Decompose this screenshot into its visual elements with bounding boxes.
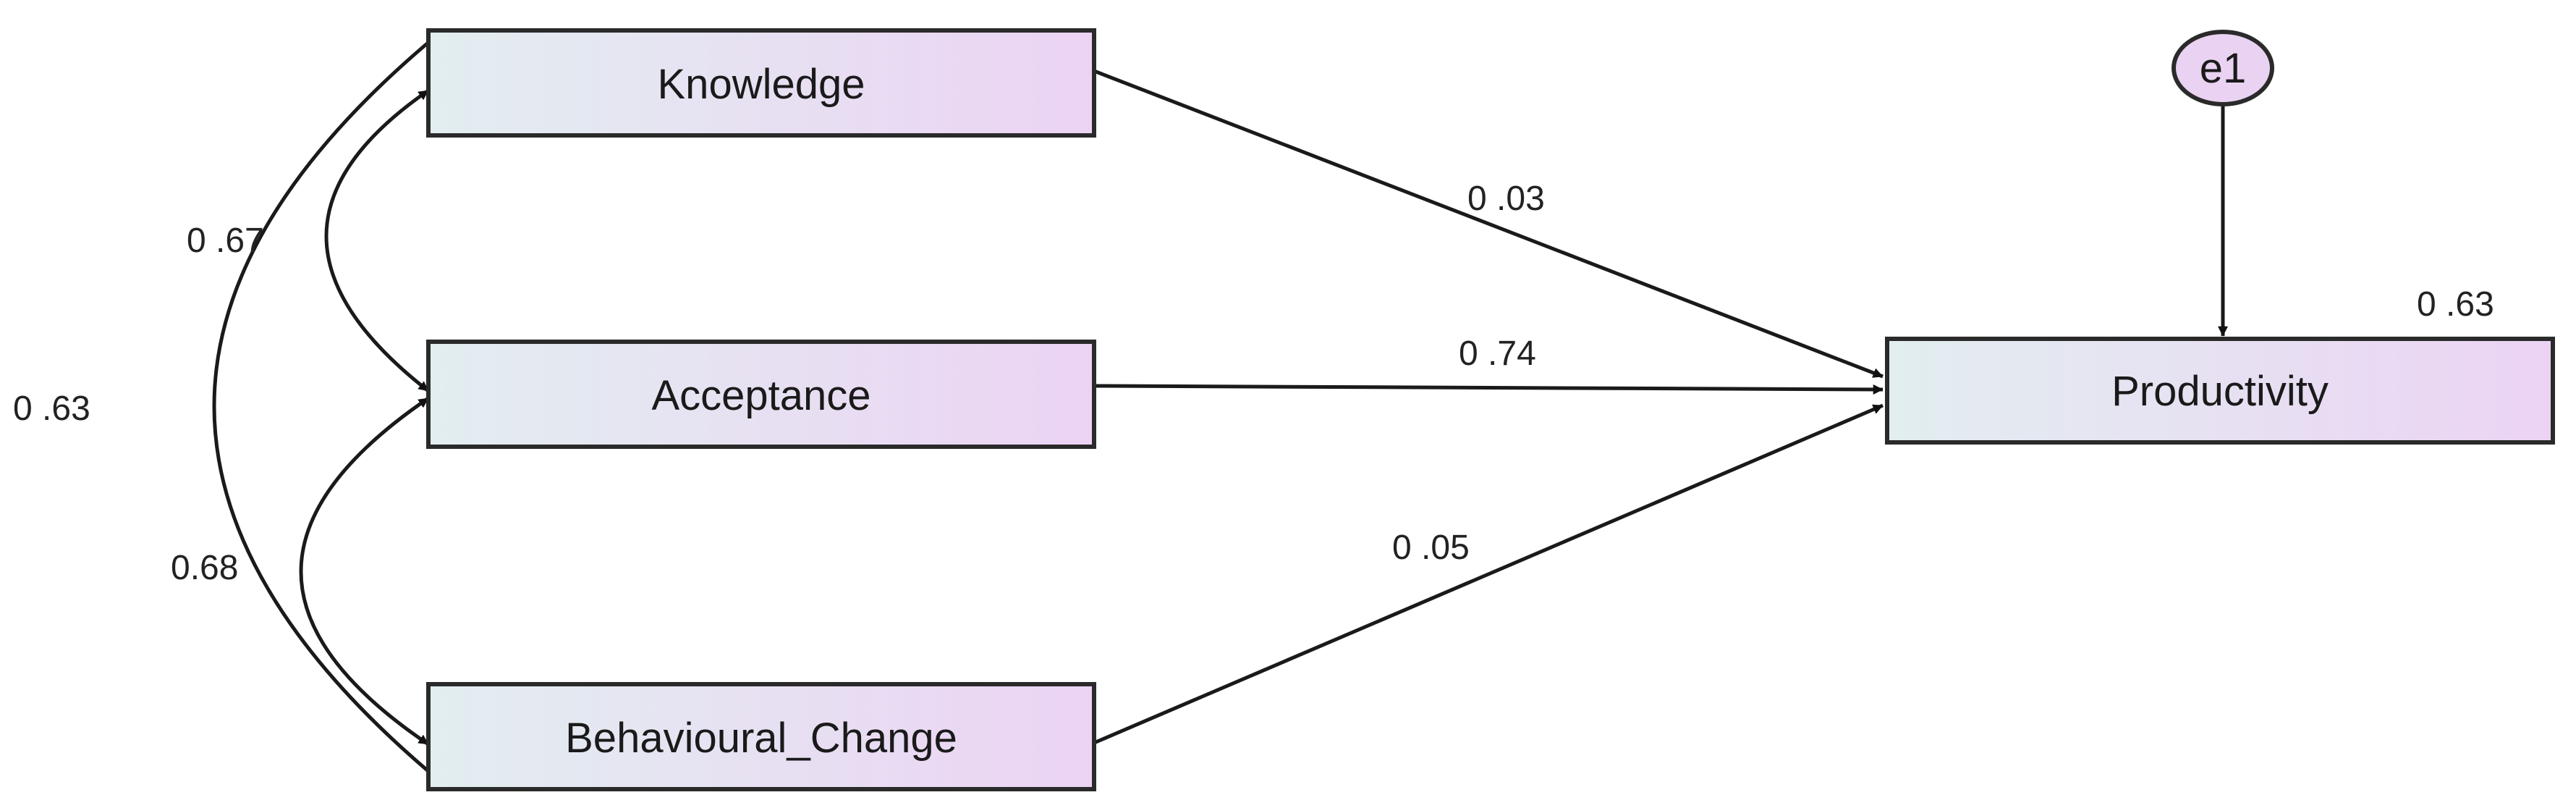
r-squared-productivity: 0 .63 xyxy=(2417,285,2494,324)
coef-knowledge-acceptance: 0 .67 xyxy=(187,222,264,260)
node-knowledge-label: Knowledge xyxy=(658,61,865,108)
path-knowledge-productivity xyxy=(1093,69,1884,379)
node-behavioural-change-label: Behavioural_Change xyxy=(565,715,957,762)
covariance-acceptance-behavioural xyxy=(299,396,430,746)
covariance-knowledge-behavioural xyxy=(212,29,444,785)
node-behavioural-change: Behavioural_Change xyxy=(426,682,1096,791)
path-acceptance-productivity xyxy=(1093,384,1884,395)
node-productivity-label: Productivity xyxy=(2111,368,2329,415)
node-acceptance-label: Acceptance xyxy=(651,372,870,419)
coef-behavioural-productivity: 0 .05 xyxy=(1392,529,1470,567)
error-term-label: e1 xyxy=(2200,45,2247,92)
node-acceptance: Acceptance xyxy=(426,340,1096,449)
node-knowledge: Knowledge xyxy=(426,28,1096,138)
path-behavioural-productivity xyxy=(1093,403,1884,745)
covariance-knowledge-acceptance xyxy=(324,88,430,392)
error-term-e1: e1 xyxy=(2172,30,2274,106)
coef-knowledge-behavioural: 0 .63 xyxy=(13,390,90,428)
coef-knowledge-productivity: 0 .03 xyxy=(1467,180,1545,218)
node-productivity: Productivity xyxy=(1885,337,2555,445)
coef-acceptance-productivity: 0 .74 xyxy=(1459,334,1536,373)
coef-acceptance-behavioural: 0.68 xyxy=(171,549,238,587)
